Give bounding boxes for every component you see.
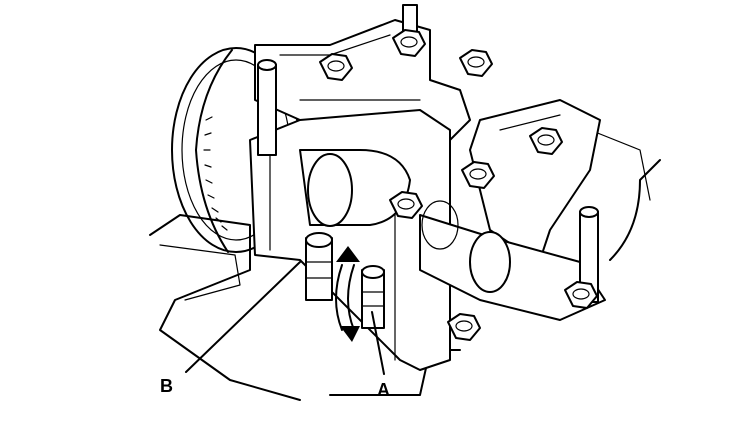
bolt	[564, 281, 598, 309]
rocker-adjuster-a	[361, 265, 385, 329]
callout-label-b: B	[160, 376, 173, 396]
studs	[257, 4, 599, 303]
bolt	[461, 161, 495, 189]
bolts	[319, 29, 598, 341]
bolt	[392, 29, 426, 57]
leader-lines	[185, 261, 385, 375]
bolt	[447, 313, 481, 341]
leader-line-b	[185, 261, 301, 373]
bolt	[459, 49, 493, 77]
bolt	[319, 53, 353, 81]
camshaft	[299, 149, 606, 321]
rocker-adjuster-b	[305, 232, 333, 301]
bolt	[389, 191, 423, 219]
callout-label-a: A	[377, 380, 390, 400]
rotation-arrow	[335, 246, 360, 342]
bolt	[529, 127, 563, 155]
right-holder-block	[469, 99, 601, 261]
leader-line-a	[371, 311, 385, 375]
